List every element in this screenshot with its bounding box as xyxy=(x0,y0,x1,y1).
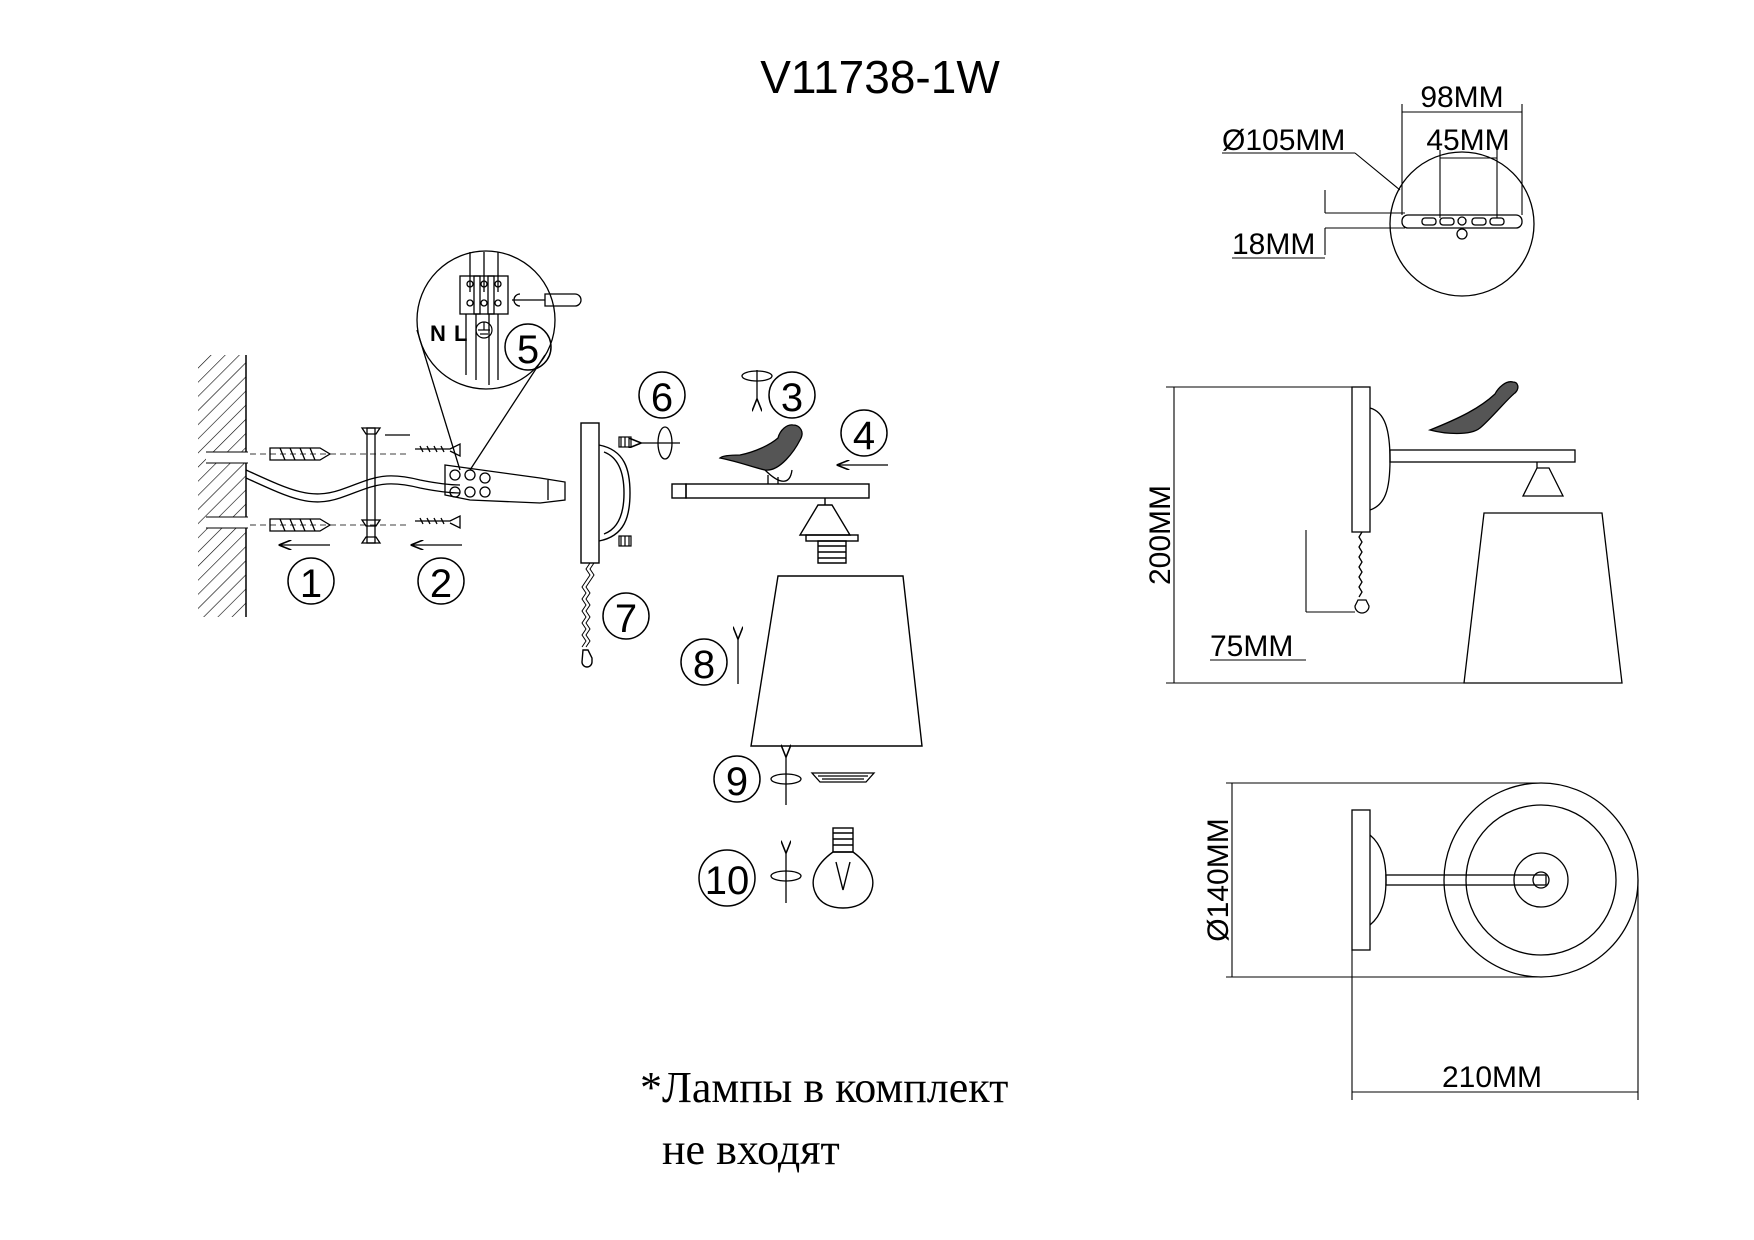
dimension-lines xyxy=(1166,386,1484,684)
shade-diameter-label: Ø140MM xyxy=(1202,818,1235,941)
step-badge-3: 3 xyxy=(768,371,816,420)
lampshade-icon xyxy=(750,575,923,747)
mounting-plate xyxy=(360,427,410,544)
supply-cable xyxy=(245,469,461,503)
svg-text:6: 6 xyxy=(651,376,673,420)
shade-ring xyxy=(810,772,876,783)
rotate-icon xyxy=(640,426,680,460)
dimension-lines xyxy=(1222,104,1523,259)
svg-text:8: 8 xyxy=(693,643,715,687)
svg-text:5: 5 xyxy=(517,328,539,372)
note-lamps-not-included: *Лампы в комплект xyxy=(640,1063,1009,1112)
step-badge-8: 8 xyxy=(680,638,728,687)
step-badge-9: 9 xyxy=(713,755,761,804)
bracket-width-label: 98MM xyxy=(1420,81,1503,114)
svg-text:7: 7 xyxy=(615,597,637,641)
svg-text:10: 10 xyxy=(705,859,750,903)
step-badge-5: 5 xyxy=(504,323,552,372)
svg-text:1: 1 xyxy=(300,562,322,606)
screw-icon xyxy=(415,442,461,530)
bird-ornament-icon xyxy=(718,424,803,484)
svg-text:2: 2 xyxy=(430,562,452,606)
height-label: 200MM xyxy=(1144,485,1177,585)
hole-spacing-label: 45MM xyxy=(1426,124,1509,157)
bracket-offset-label: 18MM xyxy=(1232,228,1315,261)
svg-text:4: 4 xyxy=(853,414,875,458)
diagram-title: V11738-1W xyxy=(760,51,1000,103)
step-badge-2: 2 xyxy=(417,557,465,606)
wall-icon xyxy=(198,355,248,617)
arrow-icon xyxy=(738,465,888,684)
dowel-icon xyxy=(250,447,410,532)
side-view-drawing xyxy=(1351,381,1623,684)
live-label: L xyxy=(454,321,467,346)
svg-text:9: 9 xyxy=(726,760,748,804)
ground-symbol-icon xyxy=(475,321,493,339)
canopy-diameter-label: Ø105MM xyxy=(1222,124,1345,157)
step-badge-10: 10 xyxy=(698,849,756,907)
rotate-icon xyxy=(770,756,802,805)
screwdriver-icon xyxy=(512,293,582,307)
bracket-drawing xyxy=(1389,151,1535,297)
note-line-2: не входят xyxy=(662,1125,840,1174)
projection-label: 210MM xyxy=(1442,1061,1542,1094)
neutral-label: N xyxy=(430,321,446,346)
step-badge-1: 1 xyxy=(287,557,335,606)
step-badge-4: 4 xyxy=(840,409,888,458)
terminal-block xyxy=(444,464,566,504)
canopy xyxy=(580,422,631,564)
rotate-icon xyxy=(741,370,773,400)
rotate-icon xyxy=(770,852,802,903)
step-badge-7: 7 xyxy=(602,592,650,641)
svg-text:3: 3 xyxy=(781,376,803,420)
lamp-arm xyxy=(671,483,870,499)
light-bulb-icon xyxy=(812,827,874,909)
lamp-socket xyxy=(798,498,859,564)
chain-length-label: 75MM xyxy=(1210,630,1293,663)
dimension-lines xyxy=(1226,782,1639,1100)
wiring-detail xyxy=(416,250,556,471)
pull-chain-icon xyxy=(581,562,595,668)
top-view-drawing xyxy=(1351,782,1639,978)
step-badge-6: 6 xyxy=(638,371,686,420)
